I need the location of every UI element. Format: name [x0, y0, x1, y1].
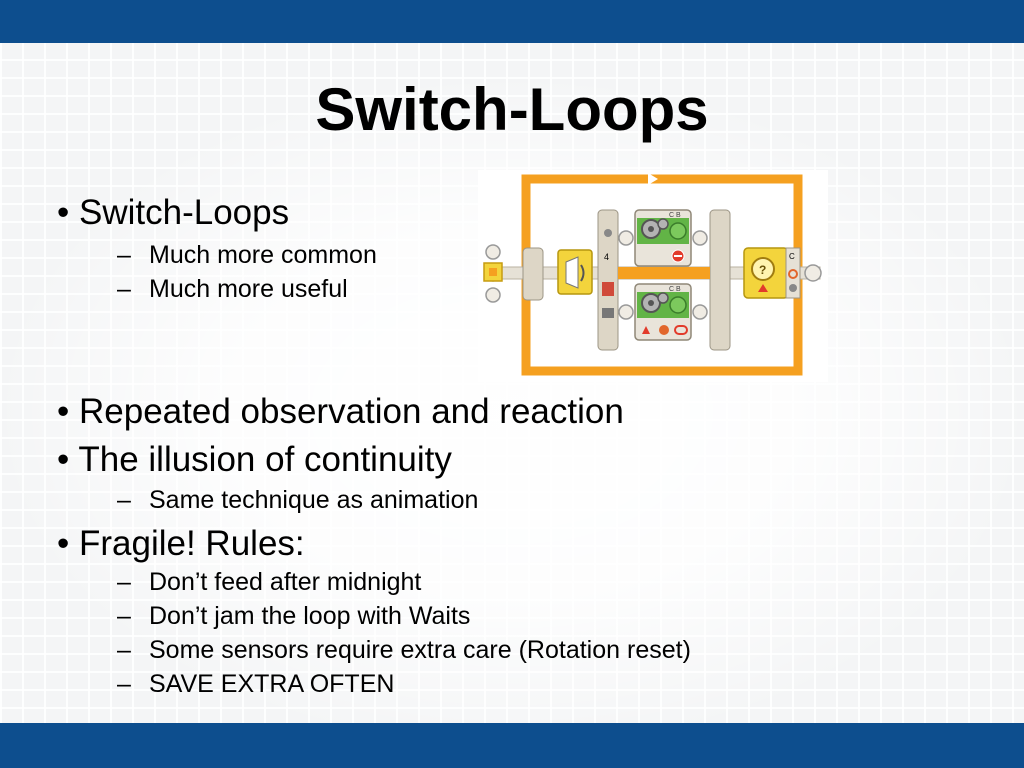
sensor-icon	[604, 229, 612, 237]
bullet-illusion-of-continuity: • The illusion of continuity	[57, 440, 452, 480]
dash-symbol: –	[117, 602, 131, 630]
gear-icon-small	[657, 292, 669, 304]
beam-plug	[485, 287, 501, 303]
dash-symbol: –	[117, 275, 131, 303]
sound-wave-icon	[580, 264, 585, 282]
sub-bullet: –Some sensors require extra care (Rotati…	[117, 635, 691, 665]
bottom-band	[0, 723, 1024, 768]
sub-bullet: –Don’t feed after midnight	[117, 567, 421, 597]
arrow-up-icon	[758, 284, 768, 292]
sub-bullet: –Much more common	[117, 240, 377, 270]
loop-port-label: C	[789, 252, 795, 261]
sub-bullet-text: Same technique as animation	[149, 486, 479, 514]
loop-reset-icon	[788, 269, 798, 279]
bullet-text: Fragile! Rules:	[79, 524, 305, 563]
loop-settings-icon	[789, 284, 797, 292]
bullet-fragile-rules: • Fragile! Rules:	[57, 524, 305, 564]
switch-port-label: 4	[604, 252, 609, 262]
beam-plug-right	[804, 264, 822, 282]
sub-bullet-text: Don’t feed after midnight	[149, 568, 422, 596]
dash-symbol: –	[117, 486, 131, 514]
bullet-switch-loops: • Switch-Loops	[57, 193, 289, 233]
wire-plug	[692, 304, 708, 320]
motor-ports-top: C B	[669, 212, 681, 219]
bullet-symbol: •	[57, 193, 70, 232]
sub-bullet-text: SAVE EXTRA OFTEN	[149, 670, 395, 698]
loop-control-ports	[785, 247, 801, 299]
bullet-symbol: •	[57, 440, 70, 479]
calendar-icon	[602, 282, 614, 296]
bullet-symbol: •	[57, 392, 70, 431]
bullet-symbol: •	[57, 524, 70, 563]
rotation-sensor-icon	[751, 257, 775, 281]
switch-column-right	[709, 209, 731, 351]
beam-column	[522, 247, 544, 301]
switch-loop-diagram: 4 C B C B ? C	[478, 170, 828, 382]
motor-ports-bottom: C B	[669, 286, 681, 293]
dash-symbol: –	[117, 670, 131, 698]
start-block-mark	[489, 268, 497, 276]
bullet-text: Switch-Loops	[79, 193, 290, 232]
sub-bullet-text: Don’t jam the loop with Waits	[149, 602, 471, 630]
power-icon	[659, 325, 669, 335]
factory-icon	[602, 308, 614, 318]
top-band	[0, 0, 1024, 43]
dash-symbol: –	[117, 636, 131, 664]
wire-plug	[618, 304, 634, 320]
motor-status-light	[669, 296, 687, 314]
sub-bullet-text: Much more common	[149, 241, 377, 269]
switch-divider	[618, 267, 710, 279]
loop-direction-arrow	[648, 173, 658, 185]
question-icon: ?	[759, 263, 766, 277]
sub-bullet: –Don’t jam the loop with Waits	[117, 601, 470, 631]
bullet-repeated-observation: • Repeated observation and reaction	[57, 392, 624, 432]
direction-arrow-icon	[642, 326, 650, 334]
wire-plug	[692, 230, 708, 246]
sub-bullet: –Same technique as animation	[117, 485, 478, 515]
motor-status-light	[669, 222, 687, 240]
sub-bullet: –Much more useful	[117, 274, 348, 304]
gear-icon-small	[657, 218, 669, 230]
duration-icon	[674, 325, 688, 335]
wire-plug	[618, 230, 634, 246]
sub-bullet-text: Much more useful	[149, 275, 348, 303]
bullet-text: Repeated observation and reaction	[79, 392, 624, 431]
sub-bullet: –SAVE EXTRA OFTEN	[117, 669, 394, 699]
beam-plug	[485, 244, 501, 260]
gear-icon-hub	[648, 226, 654, 232]
speaker-icon	[565, 256, 579, 289]
dash-symbol: –	[117, 568, 131, 596]
sub-bullet-text: Some sensors require extra care (Rotatio…	[149, 636, 691, 664]
background-glow	[0, 43, 1024, 723]
slide-title: Switch-Loops	[315, 76, 709, 143]
gear-icon-hub	[648, 300, 654, 306]
dash-symbol: –	[117, 241, 131, 269]
bullet-text: The illusion of continuity	[78, 440, 452, 479]
stop-icon-bar	[674, 255, 682, 257]
